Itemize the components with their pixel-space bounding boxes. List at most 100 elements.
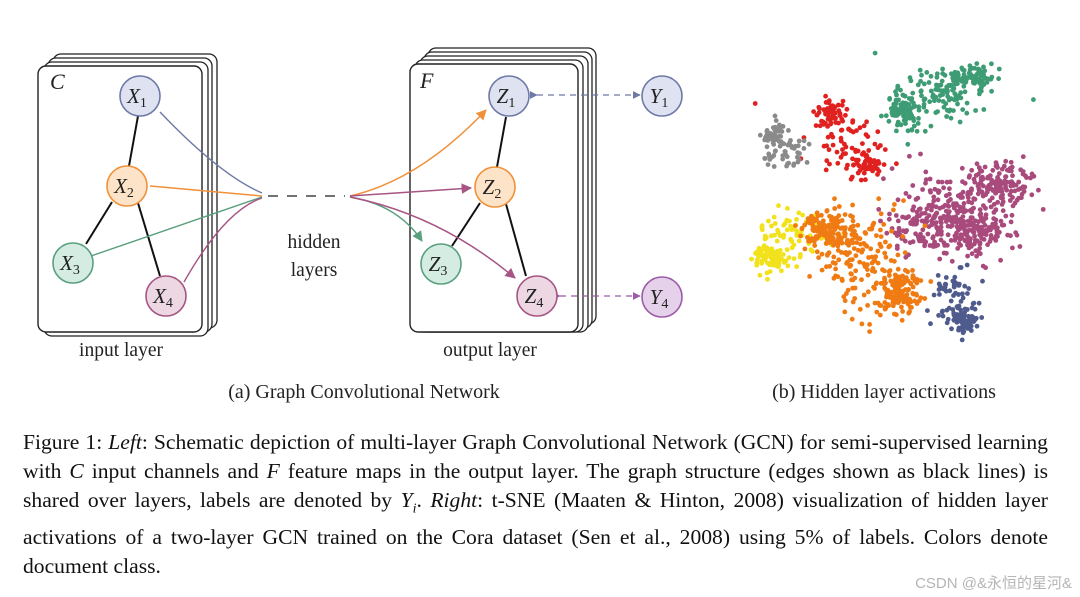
scatter-point-red — [817, 123, 823, 129]
scatter-point-green — [952, 91, 958, 96]
scatter-point-green — [945, 94, 951, 99]
scatter-point-orange — [836, 257, 842, 263]
scatter-point-navy — [964, 262, 970, 268]
label-node-y4: Y4 — [641, 276, 683, 318]
label-node-y1: Y1 — [641, 75, 683, 117]
scatter-point-purple — [973, 248, 979, 254]
scatter-point-green — [914, 128, 920, 134]
scatter-point-orange — [825, 234, 830, 240]
scatter-point-yellow — [785, 263, 791, 269]
scatter-point-purple — [958, 192, 963, 198]
scatter-point-red — [849, 174, 855, 180]
scatter-point-green — [964, 100, 970, 106]
scatter-point-orange — [912, 298, 917, 304]
figure-1: C F X1 X2 — [37, 47, 1046, 403]
scatter-point-red — [878, 143, 883, 148]
scatter-point-orange — [866, 255, 871, 260]
scatter-point-orange — [842, 233, 848, 239]
node-x2-circle — [106, 165, 148, 207]
scatter-point-purple — [889, 166, 895, 172]
scatter-point-gray — [791, 146, 797, 151]
scatter-point-purple — [965, 242, 970, 248]
scatter-point-purple — [1018, 167, 1024, 173]
scatter-point-orange — [851, 246, 857, 252]
scatter-point-purple — [923, 169, 929, 175]
scatter-point-orange — [852, 285, 858, 291]
scatter-point-orange — [835, 248, 841, 253]
scatter-point-green — [898, 122, 904, 128]
scatter-point-yellow — [759, 223, 765, 229]
scatter-point-orange — [814, 217, 819, 222]
scatter-point-purple — [933, 204, 939, 210]
scatter-point-orange — [839, 218, 845, 223]
scatter-point-gray — [786, 127, 791, 133]
scatter-point-orange — [857, 236, 863, 242]
scatter-point-purple — [1040, 207, 1046, 212]
scatter-point-gray — [806, 141, 812, 147]
scatter-point-purple — [975, 191, 981, 197]
scatter-point-navy — [974, 323, 980, 329]
scatter-point-red — [826, 98, 832, 104]
hidden-to-output-edges — [349, 109, 516, 279]
scatter-point-purple — [1003, 158, 1009, 164]
scatter-point-navy — [967, 315, 973, 321]
scatter-point-green — [950, 75, 956, 81]
scatter-point-purple — [957, 204, 963, 210]
scatter-point-purple — [967, 239, 973, 244]
scatter-point-navy — [954, 304, 960, 310]
scatter-point-red — [863, 177, 868, 183]
scatter-point-navy — [947, 288, 953, 294]
scatter-point-orange — [892, 276, 898, 282]
scatter-point-purple — [953, 214, 959, 220]
scatter-point-orange — [902, 250, 908, 256]
scatter-point-navy — [958, 265, 964, 270]
scatter-point-gray — [795, 150, 801, 156]
scatter-point-purple — [969, 251, 975, 257]
scatter-point-orange — [882, 275, 887, 281]
scatter-point-purple — [965, 253, 970, 259]
scatter-point-orange — [850, 214, 855, 220]
scatter-point-purple — [998, 257, 1003, 263]
scatter-point-purple — [1009, 164, 1015, 170]
tsne-scatter — [749, 50, 1046, 343]
scatter-point-green — [964, 110, 970, 116]
scatter-point-red — [857, 125, 863, 131]
scatter-point-purple — [930, 202, 935, 208]
scatter-point-orange — [882, 285, 887, 291]
scatter-point-red — [861, 170, 867, 176]
scatter-point-purple — [981, 203, 986, 209]
scatter-point-yellow — [754, 249, 760, 255]
scatter-point-purple — [1004, 187, 1010, 193]
scatter-point-red — [838, 127, 844, 133]
caption-paragraph: Figure 1: Left: Schematic depiction of m… — [23, 428, 1048, 581]
scatter-point-yellow — [776, 230, 781, 236]
scatter-point-red — [850, 156, 855, 162]
scatter-point-purple — [988, 236, 994, 241]
scatter-point-purple — [933, 220, 939, 226]
scatter-point-green — [973, 108, 978, 113]
scatter-point-gray — [801, 146, 807, 151]
svg-text:Y4: Y4 — [650, 285, 669, 312]
scatter-point-yellow — [796, 210, 802, 216]
caption-text-2: input channels and — [83, 459, 267, 483]
scatter-point-orange — [900, 234, 906, 239]
scatter-point-orange — [876, 196, 882, 202]
scatter-point-purple — [967, 173, 972, 179]
scatter-point-orange — [842, 227, 847, 233]
scatter-point-orange — [816, 255, 821, 260]
scatter-point-purple — [974, 238, 980, 244]
node-z4: Z4 — [516, 275, 558, 317]
scatter-point-purple — [979, 227, 985, 233]
node-x1: X1 — [119, 75, 161, 117]
caption-symbol-y-sub: i — [412, 501, 417, 517]
scatter-point-yellow — [784, 247, 790, 253]
scatter-point-red — [825, 134, 831, 140]
scatter-point-orange — [863, 231, 869, 236]
scatter-point-orange — [881, 222, 887, 227]
caption-figure-label: Figure 1: — [23, 430, 109, 454]
scatter-point-green — [965, 75, 970, 80]
scatter-point-navy — [965, 326, 970, 331]
scatter-point-gray — [765, 162, 771, 168]
scatter-point-orange — [813, 234, 819, 239]
scatter-point-purple — [1003, 213, 1009, 219]
